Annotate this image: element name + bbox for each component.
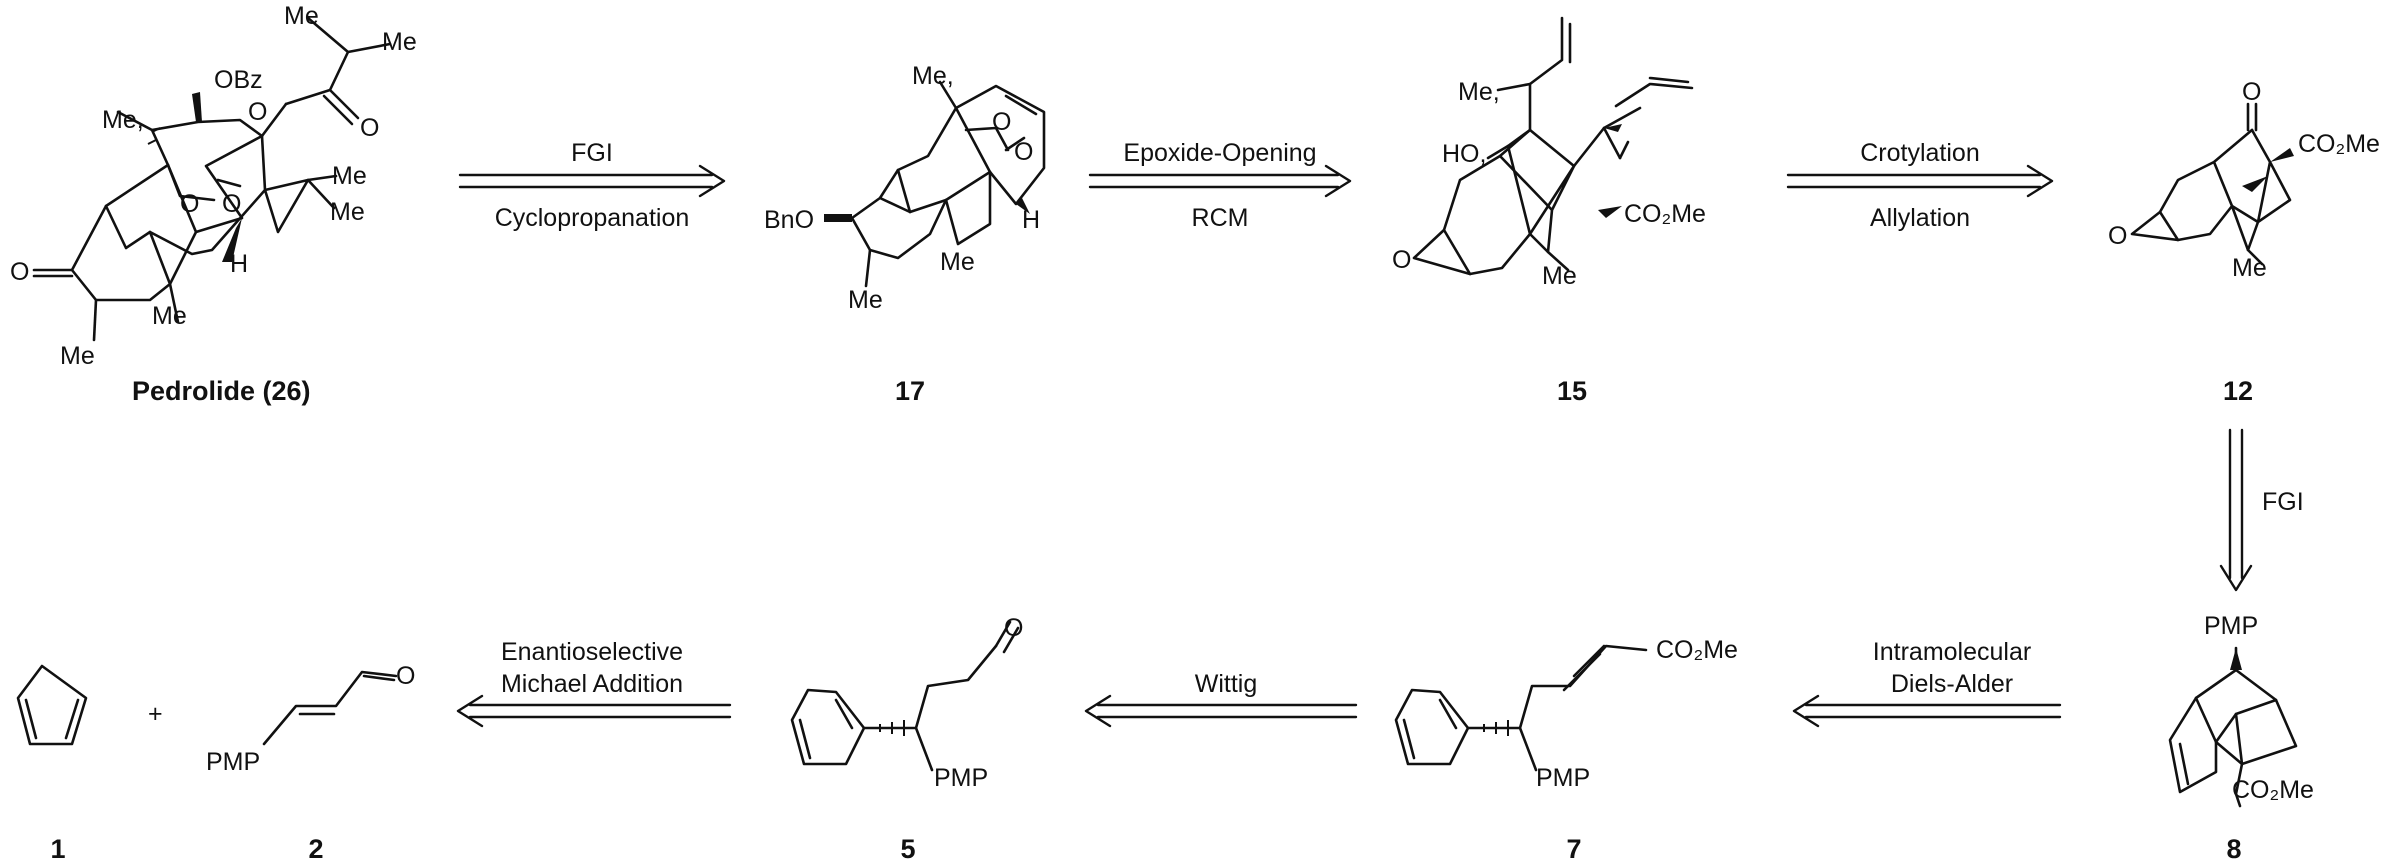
atom-label: O bbox=[180, 190, 199, 218]
atom-label: O bbox=[1004, 614, 1023, 642]
atom-label: OBz bbox=[214, 66, 263, 94]
atom-label: Me bbox=[152, 302, 187, 330]
arrow-label: Cyclopropanation bbox=[495, 204, 690, 232]
atom-label: O bbox=[1392, 246, 1411, 274]
compound-label: 5 bbox=[900, 834, 915, 864]
arrow-label: Diels-Alder bbox=[1891, 670, 2013, 698]
retro-arrow-wittig: Wittig bbox=[1084, 670, 1358, 728]
structure-pedrolide: OBz Me Me Me, Me Me O O O O H Me Me O Pe… bbox=[10, 2, 417, 406]
atom-label: Me bbox=[1542, 262, 1577, 290]
atom-label: O bbox=[2242, 78, 2261, 106]
arrow-label: RCM bbox=[1192, 204, 1249, 232]
atom-label: O bbox=[396, 662, 415, 690]
atom-label: Me bbox=[848, 286, 883, 314]
atom-label: CO₂Me bbox=[1656, 636, 1738, 664]
arrow-label: Epoxide-Opening bbox=[1123, 139, 1316, 167]
structure-7: CO₂Me PMP 7 bbox=[1394, 636, 1738, 864]
compound-label: 7 bbox=[1566, 834, 1581, 864]
structure-17: Me, O O BnO H Me Me 17 bbox=[764, 62, 1046, 406]
atom-label: O bbox=[10, 258, 29, 286]
arrow-label: Michael Addition bbox=[501, 670, 683, 698]
atom-label: BnO bbox=[764, 206, 814, 234]
atom-label: Me bbox=[332, 162, 367, 190]
atom-label: HO, bbox=[1442, 140, 1486, 168]
arrow-label: Allylation bbox=[1870, 204, 1970, 232]
retro-arrow-fgi-cyclopropanation: FGI Cyclopropanation bbox=[458, 139, 726, 232]
structure-12: O CO₂Me O Me 12 bbox=[2108, 78, 2380, 406]
atom-label: PMP bbox=[206, 748, 260, 776]
arrow-label: Intramolecular bbox=[1873, 638, 2031, 666]
structure-2: O PMP 2 bbox=[206, 662, 415, 864]
atom-label: Me, bbox=[102, 106, 144, 134]
atom-label: O bbox=[248, 98, 267, 126]
atom-label: CO₂Me bbox=[1624, 200, 1706, 228]
atom-label: Me bbox=[330, 198, 365, 226]
compound-label: 12 bbox=[2223, 376, 2253, 406]
atom-label: O bbox=[360, 114, 379, 142]
retro-arrow-crotylation-allylation: Crotylation Allylation bbox=[1786, 139, 2054, 232]
atom-label: H bbox=[1022, 206, 1040, 234]
atom-label: CO₂Me bbox=[2232, 776, 2314, 804]
atom-label: H bbox=[230, 250, 248, 278]
arrow-label: Enantioselective bbox=[501, 638, 683, 666]
atom-label: O bbox=[1014, 138, 1033, 166]
plus-sign: + bbox=[148, 700, 163, 728]
atom-label: Me bbox=[940, 248, 975, 276]
atom-label: Me bbox=[60, 342, 95, 370]
compound-label: 15 bbox=[1557, 376, 1587, 406]
compound-label: 17 bbox=[895, 376, 925, 406]
structure-1: 1 bbox=[16, 664, 88, 864]
retro-arrow-epoxide-opening-rcm: Epoxide-Opening RCM bbox=[1088, 139, 1352, 232]
atom-label: PMP bbox=[1536, 764, 1590, 792]
atom-label: O bbox=[222, 190, 241, 218]
structure-15: Me, HO, CO₂Me O Me 15 bbox=[1392, 16, 1706, 406]
structure-8: PMP CO₂Me 8 bbox=[2168, 612, 2314, 864]
arrow-label: Wittig bbox=[1195, 670, 1258, 698]
atom-label: O bbox=[992, 108, 1011, 136]
atom-label: Me, bbox=[1458, 78, 1500, 106]
atom-label: Me, bbox=[912, 62, 954, 90]
retro-arrow-fgi-vertical: FGI bbox=[2219, 428, 2304, 592]
compound-label: 1 bbox=[50, 834, 65, 864]
retro-arrow-michael-addition: Enantioselective Michael Addition bbox=[456, 638, 732, 728]
atom-label: Me bbox=[2232, 254, 2267, 282]
atom-label: O bbox=[2108, 222, 2127, 250]
compound-label: 2 bbox=[308, 834, 323, 864]
atom-label: Me bbox=[382, 28, 417, 56]
arrow-label: FGI bbox=[2262, 488, 2304, 516]
arrow-label: FGI bbox=[571, 139, 613, 167]
arrow-label: Crotylation bbox=[1860, 139, 1980, 167]
retro-arrow-intramolecular-diels-alder: Intramolecular Diels-Alder bbox=[1792, 638, 2062, 728]
atom-label: PMP bbox=[934, 764, 988, 792]
compound-label: Pedrolide (26) bbox=[132, 376, 311, 406]
atom-label: Me bbox=[284, 2, 319, 30]
atom-label: PMP bbox=[2204, 612, 2258, 640]
structure-5: O PMP 5 bbox=[790, 614, 1023, 864]
atom-label: CO₂Me bbox=[2298, 130, 2380, 158]
compound-label: 8 bbox=[2226, 834, 2241, 864]
